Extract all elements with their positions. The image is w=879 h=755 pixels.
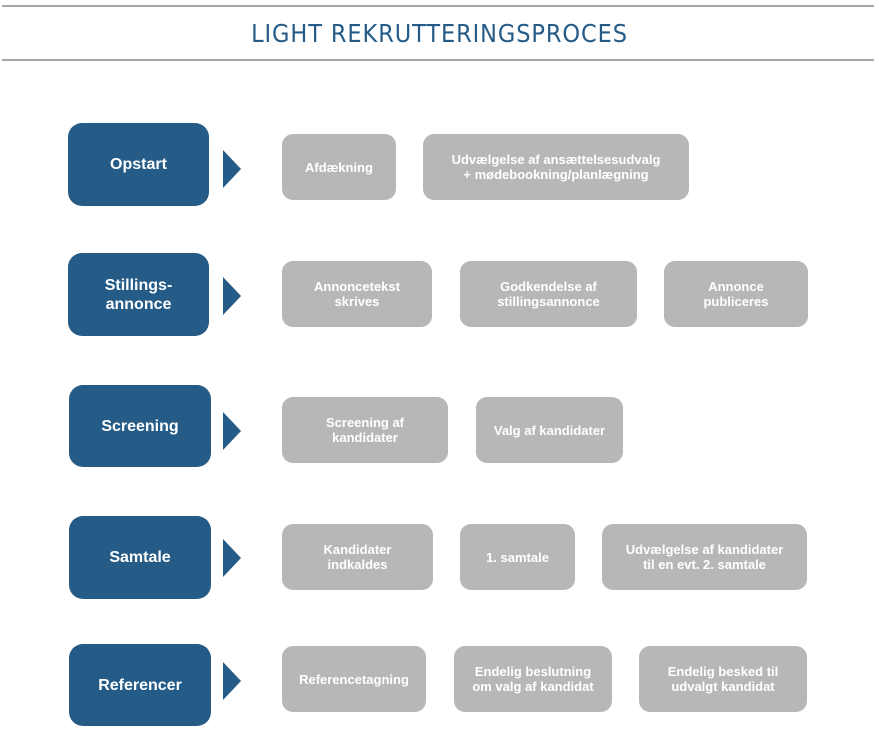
step-valg-kandidater: Valg af kandidater xyxy=(476,397,623,463)
step-udvaelgelse-ansaettelsesudvalg: Udvælgelse af ansættelsesudvalg + mødebo… xyxy=(423,134,689,200)
arrow-right-icon xyxy=(223,662,241,700)
top-divider xyxy=(2,5,874,7)
step-label: Endelig besked til udvalgt kandidat xyxy=(667,664,779,694)
step-label: Screening af kandidater xyxy=(325,415,405,445)
step-label: Annoncetekst skrives xyxy=(314,279,400,309)
step-label: Valg af kandidater xyxy=(493,422,606,438)
step-label: Referencetagning xyxy=(299,671,409,687)
phase-label: Screening xyxy=(101,417,179,435)
step-afdaekning: Afdækning xyxy=(282,134,396,200)
title-divider xyxy=(2,59,874,61)
step-label: 1. samtale xyxy=(486,549,549,565)
step-label: Endelig beslutning om valg af kandidat xyxy=(472,664,594,694)
step-label: Kandidater indkaldes xyxy=(323,542,392,572)
phase-screening: Screening xyxy=(69,385,211,467)
step-1-samtale: 1. samtale xyxy=(460,524,575,590)
step-godkendelse: Godkendelse af stillingsannonce xyxy=(460,261,637,327)
step-annonce-publiceres: Annonce publiceres xyxy=(664,261,808,327)
step-annoncetekst: Annoncetekst skrives xyxy=(282,261,432,327)
step-label: Afdækning xyxy=(305,159,373,175)
phase-samtale: Samtale xyxy=(69,516,211,599)
phase-label: Stillings- annonce xyxy=(104,276,173,313)
step-udvaelgelse-2-samtale: Udvælgelse af kandidater til en evt. 2. … xyxy=(602,524,807,590)
arrow-right-icon xyxy=(223,150,241,188)
step-label: Udvælgelse af ansættelsesudvalg + mødebo… xyxy=(451,152,661,182)
step-label: Godkendelse af stillingsannonce xyxy=(497,279,600,309)
page-title: LIGHT REKRUTTERINGSPROCES xyxy=(251,19,628,48)
step-referencetagning: Referencetagning xyxy=(282,646,426,712)
phase-label: Samtale xyxy=(109,549,171,566)
step-screening-kandidater: Screening af kandidater xyxy=(282,397,448,463)
arrow-right-icon xyxy=(223,412,241,450)
step-label: Annonce publiceres xyxy=(703,279,769,309)
step-kandidater-indkaldes: Kandidater indkaldes xyxy=(282,524,433,590)
phase-stillingsannonce: Stillings- annonce xyxy=(68,253,209,336)
phase-label: Referencer xyxy=(98,676,182,694)
step-endelig-beslutning: Endelig beslutning om valg af kandidat xyxy=(454,646,612,712)
phase-referencer: Referencer xyxy=(69,644,211,726)
step-label: Udvælgelse af kandidater til en evt. 2. … xyxy=(625,542,784,572)
phase-opstart: Opstart xyxy=(68,123,209,206)
phase-label: Opstart xyxy=(110,156,167,173)
arrow-right-icon xyxy=(223,277,241,315)
step-endelig-besked: Endelig besked til udvalgt kandidat xyxy=(639,646,807,712)
arrow-right-icon xyxy=(223,539,241,577)
